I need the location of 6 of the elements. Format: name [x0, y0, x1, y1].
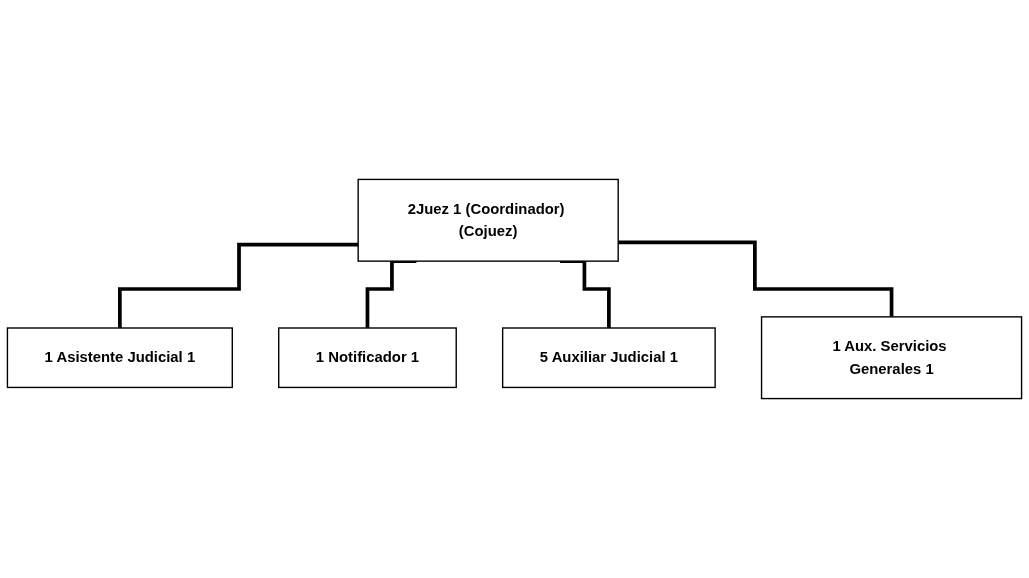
node-box: 1 Asistente Judicial 1 — [6, 327, 233, 389]
node-box: 1 Notificador 1 — [278, 327, 457, 389]
connector — [118, 242, 359, 330]
node-box: 2Juez 1 (Coordinador) (Cojuez) — [357, 178, 619, 262]
node-box: 1 Aux. Servicios Generales 1 — [760, 316, 1023, 400]
node-box: 5 Auxiliar Judicial 1 — [501, 327, 716, 389]
